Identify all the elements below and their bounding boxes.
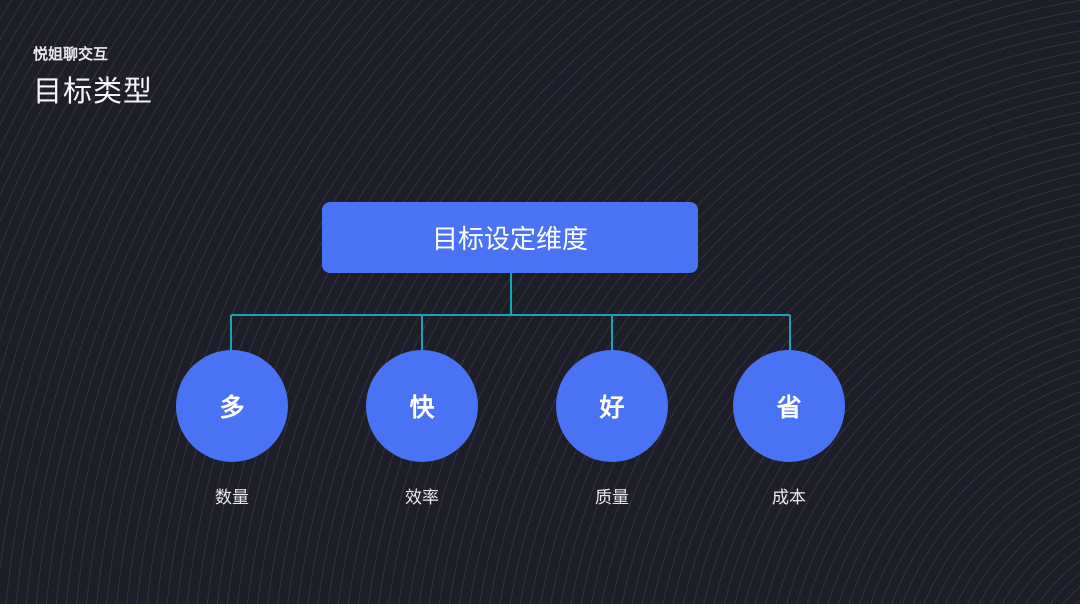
- brand-subtitle: 悦姐聊交互: [33, 45, 109, 63]
- label-cost: 成本: [772, 488, 806, 508]
- node-quality: 好: [556, 350, 668, 462]
- page-title: 目标类型: [33, 74, 154, 108]
- node-cost: 省: [733, 350, 845, 462]
- node-quantity: 多: [176, 350, 288, 462]
- label-quality: 质量: [595, 488, 629, 508]
- node-speed: 快: [366, 350, 478, 462]
- root-node: 目标设定维度: [322, 202, 698, 273]
- label-quantity: 数量: [215, 488, 249, 508]
- label-efficiency: 效率: [405, 488, 439, 508]
